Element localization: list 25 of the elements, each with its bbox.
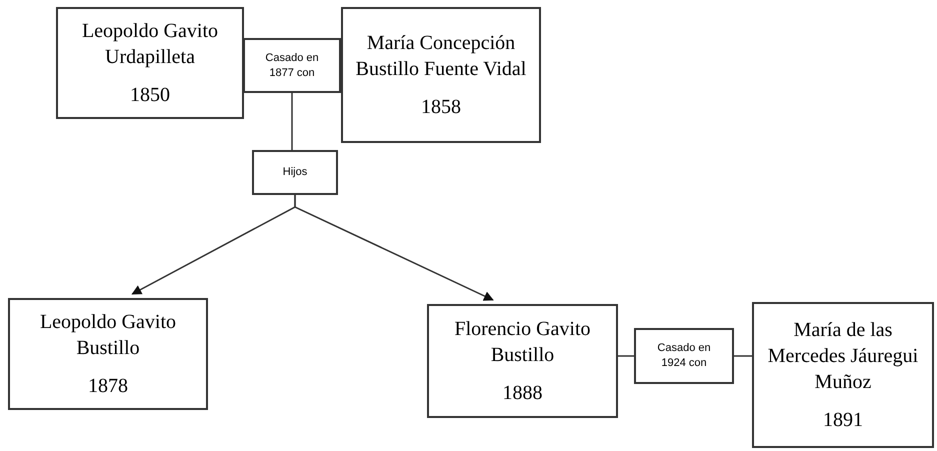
connector-line [291,93,293,150]
birth-year: 1878 [87,374,129,399]
relation-label: Hijos [282,165,308,180]
person-box [56,7,244,119]
person-name: María de las Mercedes Jáuregui Muñoz [766,318,920,395]
relation-box [243,38,341,93]
person-box [341,7,541,143]
person-box [427,304,618,418]
connector-line [618,355,634,357]
relation-label: Casado en 1924 con [656,341,712,371]
person-name: Leopoldo Gavito Bustillo [38,310,178,361]
relation-box [252,150,338,195]
person-box [8,298,208,410]
connector-line [734,355,752,357]
person-box [752,302,934,448]
birth-year: 1891 [822,408,864,433]
birth-year: 1888 [502,381,544,406]
relation-label: Casado en 1877 con [264,50,320,80]
person-name: Florencio Gavito Bustillo [453,317,592,368]
birth-year: 1850 [129,83,171,108]
arrow [294,195,494,301]
person-name: Leopoldo Gavito Urdapilleta [80,19,220,70]
birth-year: 1858 [420,95,462,120]
relation-box [634,328,734,384]
person-name: María Concepción Bustillo Fuente Vidal [354,31,528,82]
